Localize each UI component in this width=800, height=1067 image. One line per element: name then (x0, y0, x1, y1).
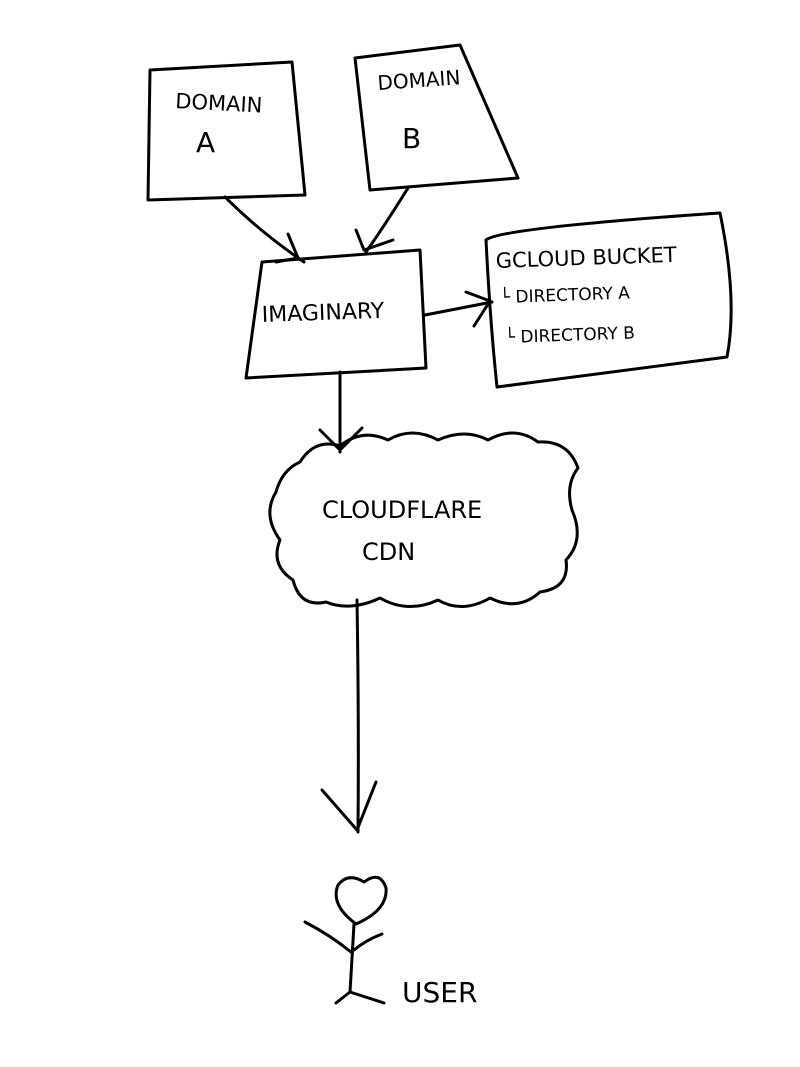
cloudflare-cdn-node: CLOUDFLARE CDN (268, 431, 580, 608)
gcloud-bucket-title: GCLOUD BUCKET (495, 243, 677, 273)
user-node: USER (303, 875, 477, 1009)
gcloud-bucket-node: GCLOUD BUCKET └ DIRECTORY A └ DIRECTORY … (484, 211, 733, 389)
imaginary-node: IMAGINARY (244, 248, 428, 380)
domain-b-label-line1: DOMAIN (377, 65, 461, 95)
arrow-imaginary-to-cdn (318, 370, 364, 454)
arrow-imaginary-to-bucket (423, 290, 494, 328)
bucket-directory-a: └ DIRECTORY A (499, 282, 630, 308)
cdn-cloud (268, 431, 580, 608)
domain-b-box (353, 43, 520, 192)
imaginary-box (244, 248, 428, 380)
domain-b-node: DOMAIN B (353, 43, 520, 192)
user-stick-figure-icon (303, 875, 388, 1005)
cdn-label-line1: CLOUDFLARE (322, 496, 482, 524)
domain-a-label-line2: A (196, 126, 215, 159)
domain-a-node: DOMAIN A (146, 60, 307, 202)
arrow-cdn-to-user (320, 598, 378, 834)
user-label: USER (402, 976, 477, 1009)
bucket-directory-b: └ DIRECTORY B (504, 322, 635, 348)
cdn-label-line2: CDN (362, 538, 415, 566)
imaginary-label: IMAGINARY (261, 299, 385, 328)
domain-b-label-line2: B (402, 122, 421, 155)
gcloud-bucket-box (484, 211, 733, 389)
arrow-domain-b-to-imaginary (354, 186, 410, 254)
domain-a-box (146, 60, 307, 202)
domain-a-label-line1: DOMAIN (175, 89, 263, 118)
arrow-domain-a-to-imaginary (223, 195, 306, 264)
